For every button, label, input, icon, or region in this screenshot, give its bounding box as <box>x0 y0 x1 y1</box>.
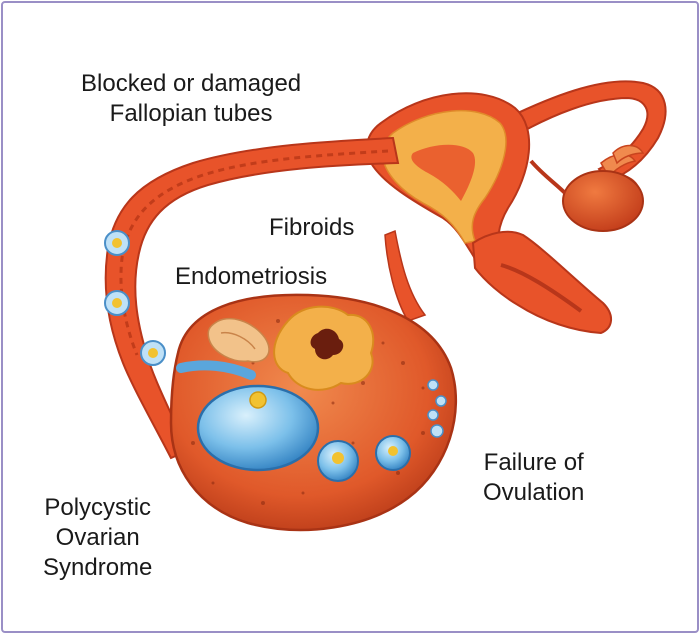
medium-cyst <box>317 440 359 482</box>
label-line: Blocked or damaged <box>81 70 302 97</box>
label-line: Polycystic <box>44 494 152 521</box>
egg-icon <box>104 290 130 316</box>
vaginal-canal <box>500 263 583 313</box>
ovarian-ligament <box>529 159 567 195</box>
eggs-in-tube <box>104 230 166 366</box>
label-line: Ovarian <box>55 524 140 551</box>
label-fibroids: Fibroids <box>269 214 355 241</box>
large-cyst <box>196 384 320 472</box>
egg-icon <box>140 340 166 366</box>
label-line: Failure of <box>483 449 584 476</box>
medium-cyst <box>375 435 411 471</box>
broad-ligament <box>384 229 427 322</box>
label-failure-of-ovulation: Failure of Ovulation <box>483 448 584 508</box>
uterine-cavity <box>411 144 476 201</box>
label-polycystic-ovarian-syndrome: Polycystic Ovarian Syndrome <box>43 493 152 583</box>
label-endometriosis: Endometriosis <box>175 263 328 290</box>
label-line: Ovulation <box>483 479 585 506</box>
left-fallopian-tube <box>104 136 400 460</box>
label-blocked-fallopian-tubes: Blocked or damaged Fallopian tubes <box>81 69 301 129</box>
small-cysts <box>427 379 447 438</box>
label-line: Fallopian tubes <box>109 100 273 127</box>
egg-icon <box>104 230 130 256</box>
right-ovary <box>562 170 644 232</box>
endometriosis-tissue <box>207 317 270 363</box>
ovarian-vessel <box>176 360 256 380</box>
reproductive-anatomy-illustration <box>104 80 667 532</box>
left-tube-inner <box>119 149 389 356</box>
fibroid-mass <box>273 305 375 391</box>
label-line: Syndrome <box>43 554 153 581</box>
